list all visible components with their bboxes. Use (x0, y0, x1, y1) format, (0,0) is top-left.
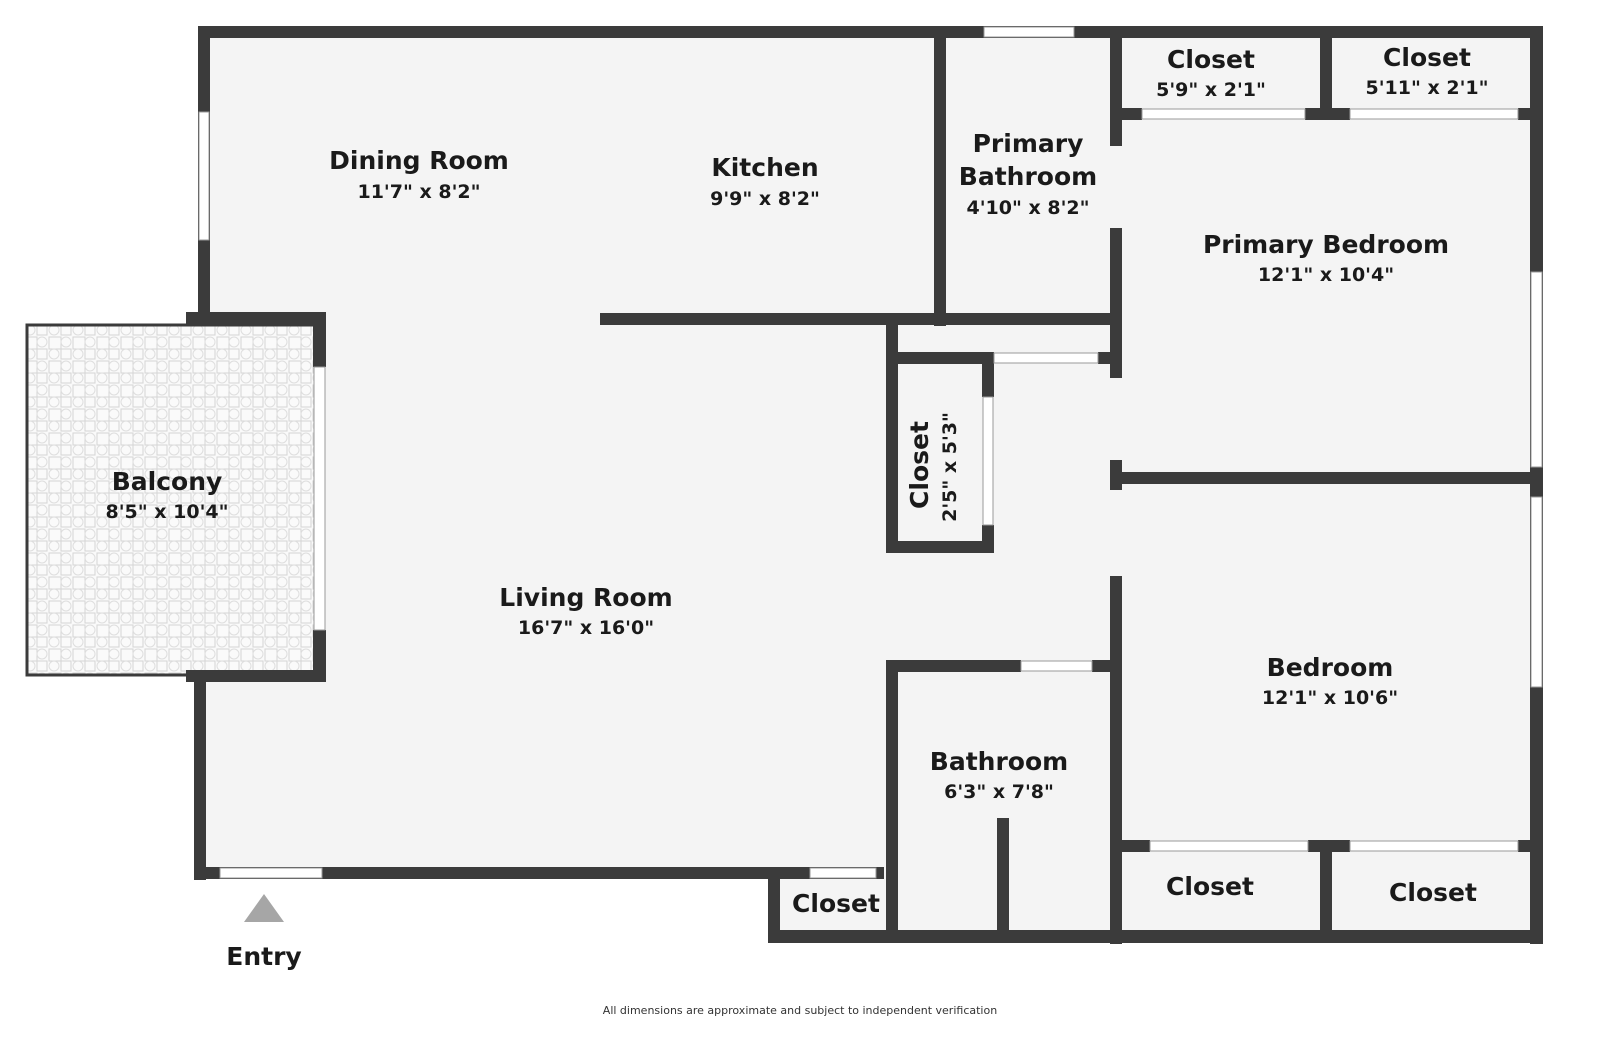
door-opening (1349, 840, 1519, 852)
room-primary-bathroom: Primary Bathroom 4'10" x 8'2" (959, 129, 1097, 219)
room-name: Balcony (112, 467, 223, 496)
room-kitchen: Kitchen 9'9" x 8'2" (710, 153, 820, 210)
room-balcony: Balcony 8'5" x 10'4" (105, 467, 228, 523)
triangle-up-icon (244, 894, 284, 922)
room-name: Dining Room (329, 146, 509, 175)
room-name: Closet (1167, 45, 1255, 74)
entry-label: Entry (226, 942, 301, 971)
room-bathroom: Bathroom 6'3" x 7'8" (930, 747, 1068, 803)
room-name: Closet (792, 889, 880, 918)
room-name: Living Room (499, 583, 672, 612)
room-dimensions: 6'3" x 7'8" (944, 781, 1054, 803)
room-dimensions: 12'1" x 10'4" (1258, 264, 1394, 286)
room-dimensions: 12'1" x 10'6" (1262, 687, 1398, 709)
room-name: Closet (1383, 43, 1471, 72)
window (983, 26, 1075, 38)
room-name: Primary Bedroom (1203, 230, 1449, 259)
room-name-line1: Primary (973, 129, 1084, 158)
room-closet-hall-dims: 2'5" x 5'3" (939, 412, 961, 522)
room-closet-bottom-right: Closet (1389, 878, 1477, 907)
room-dining-room: Dining Room 11'7" x 8'2" (329, 146, 509, 203)
door-opening (993, 352, 1099, 364)
room-closet-top-right: Closet 5'11" x 2'1" (1365, 43, 1488, 99)
door-opening (1020, 660, 1093, 672)
room-name: Closet (1166, 872, 1254, 901)
room-closet-entry: Closet (792, 889, 880, 918)
room-dimensions: 4'10" x 8'2" (966, 197, 1089, 219)
room-name: Bedroom (1267, 653, 1394, 682)
door-opening (809, 867, 877, 879)
door-opening (982, 396, 994, 526)
room-dimensions: 11'7" x 8'2" (357, 181, 480, 203)
room-dimensions: 8'5" x 10'4" (105, 501, 228, 523)
entry-marker: Entry (226, 894, 302, 971)
door-opening (1149, 840, 1309, 852)
room-closet-top-left: Closet 5'9" x 2'1" (1156, 45, 1266, 101)
room-living-room: Living Room 16'7" x 16'0" (499, 583, 672, 639)
balcony-floor (25, 323, 321, 677)
balcony-door (313, 366, 326, 631)
walls (186, 26, 1543, 944)
room-name: Bathroom (930, 747, 1068, 776)
room-closet-hall: Closet (905, 421, 934, 509)
room-dimensions: 9'9" x 8'2" (710, 188, 820, 210)
disclaimer: All dimensions are approximate and subje… (602, 1004, 998, 1017)
window (198, 111, 210, 241)
door-opening (1349, 108, 1519, 120)
door-opening (1141, 108, 1306, 120)
window (1530, 496, 1543, 688)
room-closet-bottom-left: Closet (1166, 872, 1254, 901)
room-dimensions: 5'11" x 2'1" (1365, 77, 1488, 99)
entry-door (219, 867, 323, 879)
room-primary-bedroom: Primary Bedroom 12'1" x 10'4" (1203, 230, 1449, 286)
room-name-line2: Bathroom (959, 162, 1097, 191)
room-name: Closet (1389, 878, 1477, 907)
room-dimensions: 2'5" x 5'3" (939, 412, 961, 522)
room-dimensions: 5'9" x 2'1" (1156, 79, 1266, 101)
room-bedroom: Bedroom 12'1" x 10'6" (1262, 653, 1398, 709)
room-dimensions: 16'7" x 16'0" (518, 617, 654, 639)
openings (198, 26, 1543, 879)
room-name: Closet (905, 421, 934, 509)
window (1530, 271, 1543, 468)
room-name: Kitchen (711, 153, 818, 182)
